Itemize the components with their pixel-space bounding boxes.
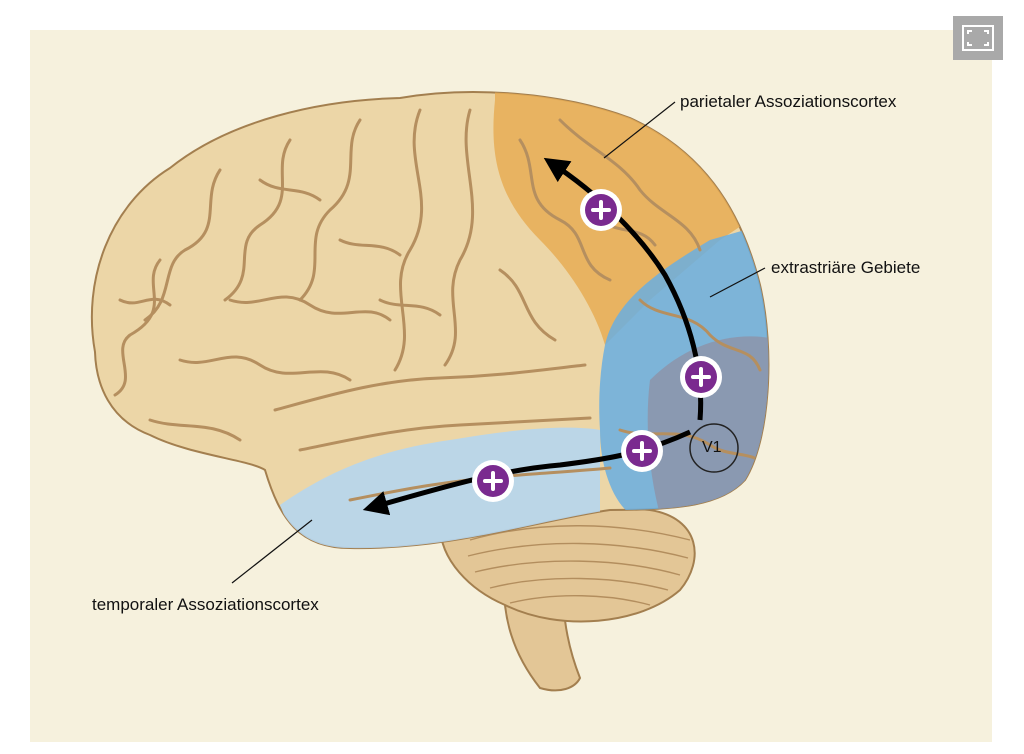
cerebellum-folds [467, 525, 691, 606]
leader-lines [231, 101, 766, 584]
plus-icon [483, 471, 503, 491]
label-parietal-association-cortex: parietaler Assoziationscortex [680, 92, 897, 111]
fullscreen-button[interactable] [953, 16, 1003, 60]
plus-marker-extrastriate [680, 356, 722, 398]
plus-marker-parietal [580, 189, 622, 231]
v1-circle [689, 423, 739, 473]
label-temporal-association-cortex: temporaler Assoziationscortex [92, 595, 319, 614]
label-extrastriate-areas: extrastriäre Gebiete [771, 258, 921, 277]
plus-icon [632, 441, 652, 461]
plus-icon [591, 200, 611, 220]
plus-icon [691, 367, 711, 387]
plus-marker-ventral [621, 430, 663, 472]
fullscreen-icon [962, 25, 994, 51]
cortical-folds [113, 108, 767, 502]
plus-marker-temporal [472, 460, 514, 502]
temporal-association-region [280, 427, 600, 549]
label-v1: V1 [702, 439, 722, 456]
